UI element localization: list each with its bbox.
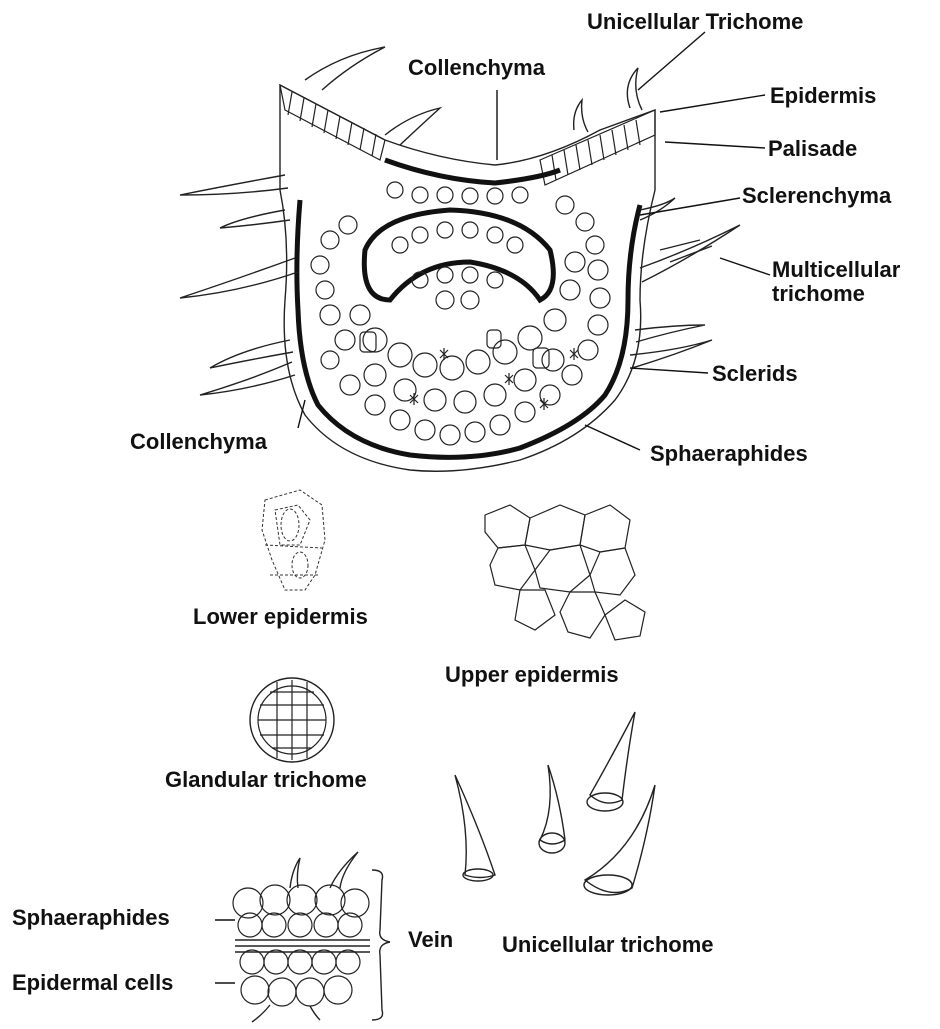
label-collenchyma-top: Collenchyma [408, 56, 545, 80]
label-epidermal-cells: Epidermal cells [12, 971, 173, 995]
ground-parenchyma [311, 182, 610, 445]
label-multicellular-trichome: Multicellular trichome [772, 258, 900, 306]
sclerid-cells [360, 330, 549, 368]
label-sclerids: Sclerids [712, 362, 798, 386]
label-glandular-trichome: Glandular trichome [165, 768, 367, 792]
upper-epidermis-drawing [485, 505, 645, 640]
section-trichomes [180, 47, 740, 395]
label-upper-epidermis: Upper epidermis [445, 663, 619, 687]
upper-collenchyma-band [385, 160, 560, 183]
transverse-section [180, 47, 740, 471]
label-sphaeraphides-right: Sphaeraphides [650, 442, 808, 466]
palisade-layer [280, 85, 655, 185]
label-lower-epidermis: Lower epidermis [193, 605, 368, 629]
label-epidermis: Epidermis [770, 84, 876, 108]
label-collenchyma-left: Collenchyma [130, 430, 267, 454]
glandular-trichome-drawing [250, 678, 334, 762]
label-sphaeraphides-left: Sphaeraphides [12, 906, 170, 930]
vein-detail-drawing [233, 852, 390, 1022]
label-sclerenchyma: Sclerenchyma [742, 184, 891, 208]
vascular-arc [364, 210, 553, 300]
label-vein: Vein [408, 928, 453, 952]
lower-epidermis-drawing [262, 490, 325, 590]
unicellular-trichome-drawings [455, 712, 655, 895]
label-palisade: Palisade [768, 137, 857, 161]
label-unicellular-trichome-bottom: Unicellular trichome [502, 933, 714, 957]
pointer-lines [215, 32, 770, 983]
label-unicellular-trichome-top: Unicellular Trichome [587, 10, 803, 34]
